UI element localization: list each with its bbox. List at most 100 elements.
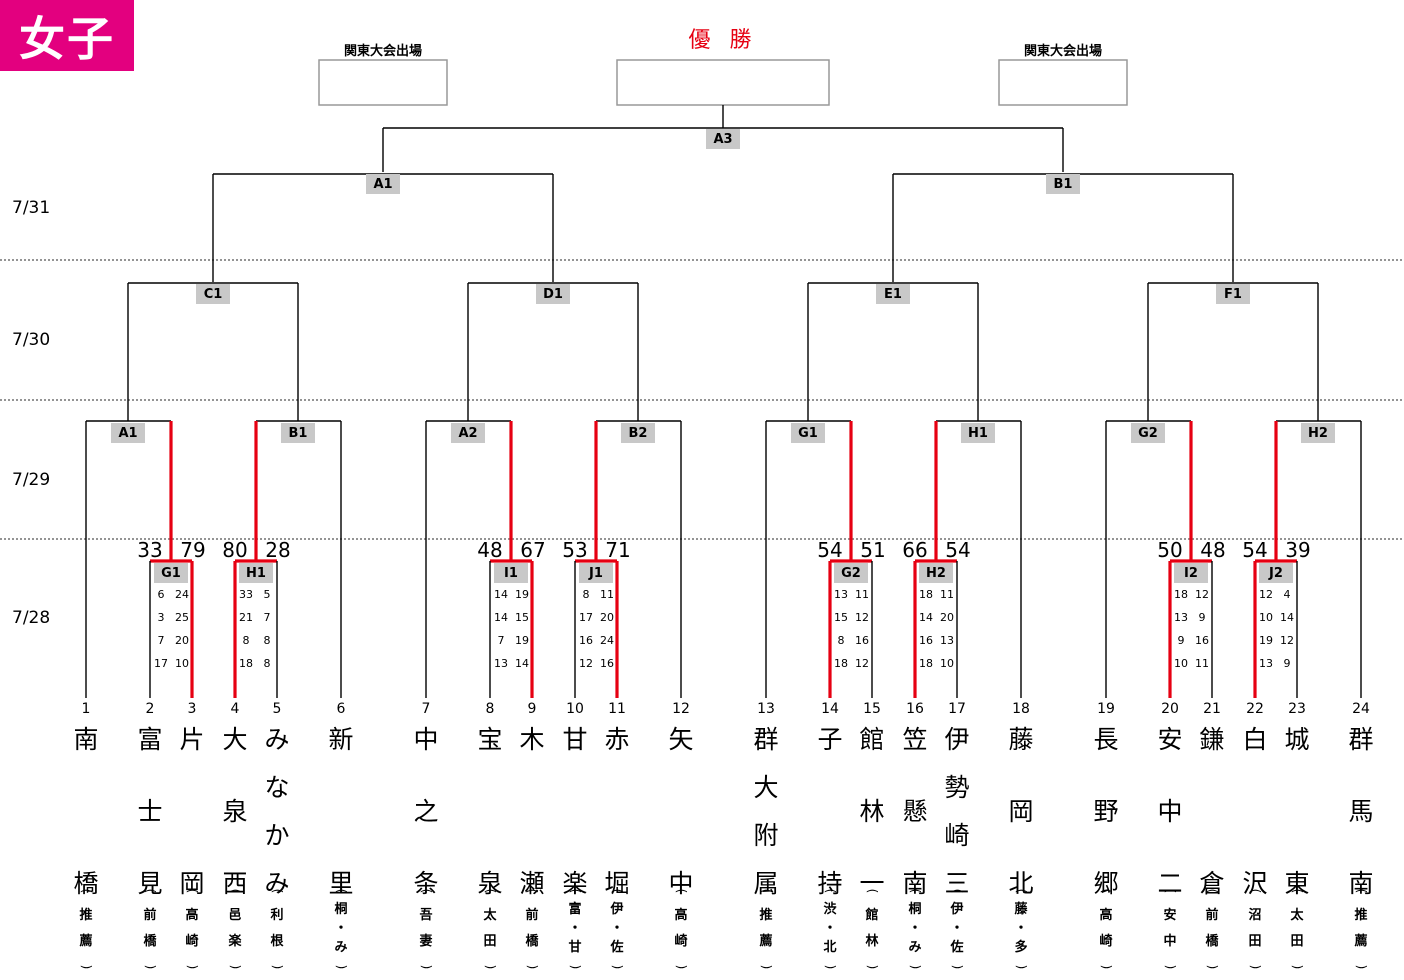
score-left: 53 — [562, 538, 588, 562]
team-name: 宝泉 — [470, 724, 510, 900]
district-char: 邑 — [228, 908, 242, 924]
team-number: 5 — [272, 701, 282, 717]
team-name-char: 中 — [668, 869, 694, 898]
district-char: 推 — [79, 908, 93, 924]
paren-open: ( — [270, 888, 284, 894]
paren-open: ( — [1014, 888, 1028, 894]
team-district: (藤・多) — [1011, 883, 1031, 975]
team-name-char: 白 — [1242, 725, 1268, 754]
score-left: 80 — [222, 538, 248, 562]
match-label-e1: E1 — [876, 284, 910, 304]
team-name-char: 長 — [1093, 725, 1119, 754]
paren-open: ( — [1099, 888, 1113, 894]
match-label-i1-r1: I1 — [494, 563, 528, 583]
team-number: 4 — [230, 701, 240, 717]
team-district: (吾妻) — [416, 883, 436, 975]
match-label-a1: A1 — [111, 423, 145, 443]
team-district: (渋・北) — [820, 883, 840, 975]
paren-open: ( — [1205, 888, 1219, 894]
match-label-a2: A2 — [451, 423, 485, 443]
match-label-h1: H1 — [961, 423, 995, 443]
team-number: 19 — [1097, 701, 1115, 717]
team-district: (推薦) — [1351, 883, 1371, 975]
district-char: 前 — [525, 908, 539, 924]
team-name-char: 群 — [753, 725, 779, 754]
team-number: 2 — [145, 701, 155, 717]
set-score-right: 5 — [263, 588, 271, 601]
team-district: (前橋) — [140, 883, 160, 975]
team-name-char: 矢 — [668, 725, 694, 754]
team-name-char: み — [264, 869, 290, 898]
team-name-char: 南 — [73, 725, 99, 754]
team-number: 15 — [863, 701, 881, 717]
set-score-right: 9 — [1198, 611, 1206, 624]
district-char: 推 — [1354, 908, 1368, 924]
set-score-left: 12 — [1259, 588, 1273, 601]
paren-open: ( — [1290, 888, 1304, 894]
set-score-right: 15 — [515, 611, 529, 624]
team-name-char: 新 — [328, 725, 354, 754]
set-score-right: 14 — [1280, 611, 1294, 624]
paren-close: ) — [525, 964, 539, 970]
team-number: 11 — [608, 701, 626, 717]
set-score-left: 10 — [1259, 611, 1273, 624]
district-char: 桐 — [334, 902, 348, 917]
team-name: 木瀬 — [512, 724, 552, 900]
team-district: (前橋) — [1202, 883, 1222, 975]
kanto-left-label: 関東大会出場 — [343, 44, 423, 59]
team-name-char: な — [264, 773, 290, 802]
team-name-char: 藤 — [1008, 725, 1034, 754]
team-name: 伊勢崎三 — [937, 724, 977, 900]
team-number: 1 — [81, 701, 91, 717]
district-char: 渋 — [823, 902, 837, 917]
team-district: (桐・み) — [905, 883, 925, 975]
district-char: 館 — [865, 908, 879, 924]
district-char: ・ — [950, 921, 964, 936]
paren-close: ) — [79, 964, 93, 970]
paren-open: ( — [950, 888, 964, 894]
team-name-char: 属 — [753, 869, 779, 898]
team-name: みなかみ — [257, 724, 297, 900]
team-number: 23 — [1288, 701, 1306, 717]
match-label-h2-r1: H2 — [919, 563, 953, 583]
paren-open: ( — [419, 888, 433, 894]
team-number: 22 — [1246, 701, 1264, 717]
team-name: 富士見 — [130, 724, 170, 900]
set-score-left: 14 — [919, 611, 933, 624]
district-char: 高 — [674, 908, 688, 924]
paren-open: ( — [228, 888, 242, 894]
district-char: 前 — [1205, 908, 1219, 924]
score-right: 71 — [605, 538, 631, 562]
district-char: 薦 — [79, 933, 93, 949]
paren-close: ) — [865, 964, 879, 970]
set-score-left: 10 — [1174, 657, 1188, 670]
district-char: 橋 — [143, 933, 157, 949]
set-score-left: 8 — [837, 634, 845, 647]
set-score-left: 18 — [919, 657, 933, 670]
set-score-left: 15 — [834, 611, 848, 624]
set-score-left: 7 — [157, 634, 165, 647]
team-name-char: み — [264, 725, 290, 754]
paren-close: ) — [1205, 964, 1219, 970]
team-name-char: 館 — [859, 725, 885, 754]
district-char: ・ — [823, 921, 837, 936]
score-left: 66 — [902, 538, 928, 562]
set-score-left: 12 — [579, 657, 593, 670]
set-score-left: 8 — [242, 634, 250, 647]
team-name-char: 持 — [817, 869, 843, 898]
score-left: 33 — [137, 538, 163, 562]
team-name-char: 見 — [137, 869, 163, 898]
match-label-h1-r1: H1 — [239, 563, 273, 583]
set-score-right: 13 — [940, 634, 954, 647]
team-name-char: 南 — [902, 869, 928, 898]
set-score-right: 19 — [515, 588, 529, 601]
team-number: 12 — [672, 701, 690, 717]
team-name-char: 東 — [1284, 869, 1310, 898]
paren-open: ( — [568, 888, 582, 894]
match-label-h2: H2 — [1301, 423, 1335, 443]
set-score-right: 20 — [940, 611, 954, 624]
match-label-d1: D1 — [536, 284, 570, 304]
district-char: 薦 — [759, 933, 773, 949]
team-name-char: 瀬 — [519, 869, 545, 898]
